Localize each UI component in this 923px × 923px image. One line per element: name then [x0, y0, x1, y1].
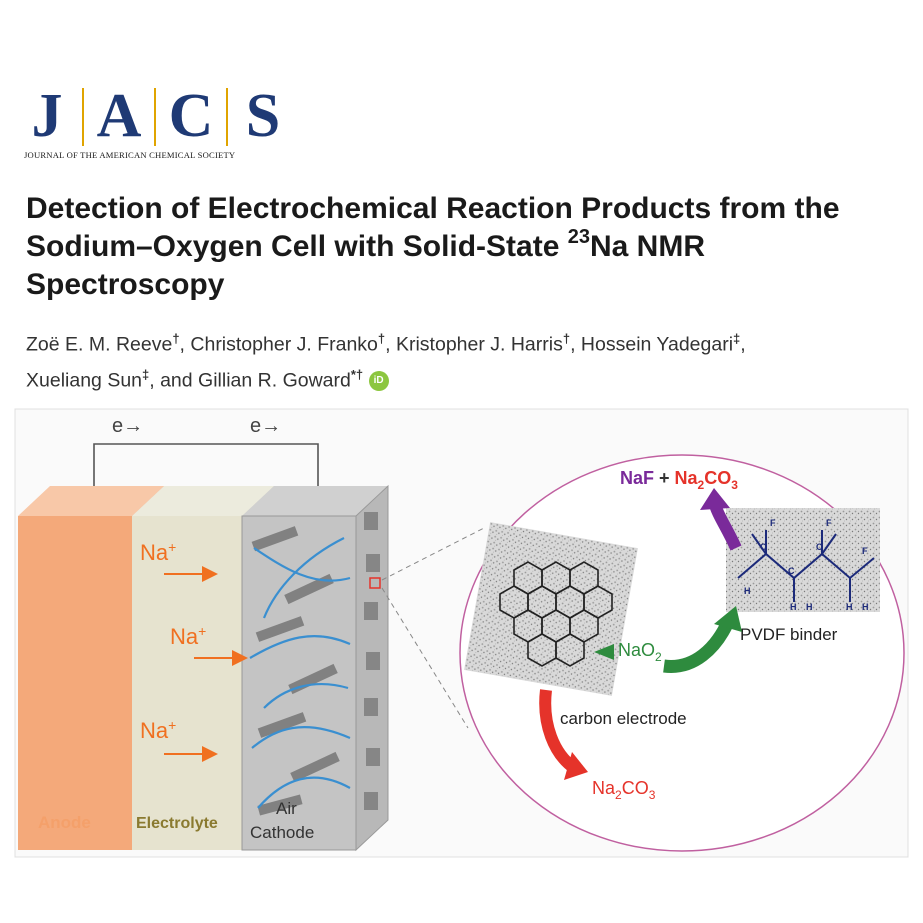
- green-arrow-head: [714, 606, 742, 632]
- electron-label-1: e→: [112, 415, 143, 437]
- author-separator: ,: [385, 333, 396, 356]
- toc-figure: e→ e→: [14, 408, 909, 858]
- author-separator: ,: [179, 333, 191, 356]
- na-ion-label-3: Na+: [140, 717, 176, 743]
- author-list: Zoë E. M. Reeve†, Christopher J. Franko†…: [26, 324, 906, 395]
- author-affiliation-mark: †: [377, 331, 386, 346]
- electron-label-2: e→: [250, 415, 281, 437]
- logo-letters: J A C S: [20, 82, 290, 150]
- zoom-line-bottom: [381, 587, 469, 729]
- svg-text:C: C: [760, 542, 767, 552]
- author-affiliation-mark: ‡: [142, 366, 150, 382]
- author-affiliation-mark: †: [562, 331, 571, 346]
- carbon-electrode-graphic: [464, 522, 638, 696]
- orcid-icon[interactable]: iD: [368, 370, 389, 391]
- author-separator: ,: [740, 333, 746, 356]
- author-name[interactable]: Christopher J. Franko: [190, 333, 378, 356]
- figure-graphic: e→ e→: [14, 408, 909, 858]
- carbon-electrode-label: carbon electrode: [560, 709, 687, 728]
- journal-subtitle: JOURNAL OF THE AMERICAN CHEMICAL SOCIETY: [24, 150, 236, 160]
- title-part-1: Detection of Electrochemical Reaction Pr…: [26, 192, 840, 263]
- electrolyte-label: Electrolyte: [136, 815, 218, 832]
- pvdf-binder-label: PVDF binder: [740, 625, 838, 644]
- author-name[interactable]: Xueliang Sun: [26, 369, 143, 391]
- zoom-line-top: [381, 527, 485, 581]
- logo-divider: [226, 88, 228, 146]
- cathode-label-line-2: Cathode: [250, 823, 314, 842]
- red-arrow-shaft: [539, 689, 578, 773]
- svg-text:H: H: [744, 586, 751, 596]
- author-separator: , and: [149, 369, 199, 391]
- article-title: Detection of Electrochemical Reaction Pr…: [26, 190, 906, 304]
- na2co3-label: Na2CO3: [592, 778, 656, 802]
- nao2-label: NaO2: [618, 640, 662, 664]
- svg-text:F: F: [770, 518, 776, 528]
- title-superscript: 23: [567, 226, 590, 248]
- logo-divider: [154, 88, 156, 146]
- svg-text:C: C: [816, 542, 823, 552]
- author-separator: ,: [570, 333, 581, 356]
- logo-letter-j: J: [31, 82, 63, 150]
- anode-label: Anode: [38, 813, 91, 832]
- svg-text:F: F: [862, 546, 868, 556]
- logo-letter-s: S: [245, 82, 281, 150]
- author-affiliation-mark: *†: [350, 366, 364, 382]
- svg-text:H: H: [846, 602, 853, 612]
- journal-logo: J A C S JOURNAL OF THE AMERICAN CHEMICAL…: [20, 85, 280, 164]
- svg-text:F: F: [826, 518, 832, 528]
- svg-text:H: H: [806, 602, 813, 612]
- green-arrow-shaft: [663, 619, 734, 673]
- product-naf-na2co3: NaF + Na2CO3: [620, 468, 738, 492]
- sodium-ion-flow: Na+ Na+ Na+: [140, 539, 248, 762]
- author-name[interactable]: Zoë E. M. Reeve: [26, 333, 173, 356]
- red-arrow-head: [564, 752, 588, 780]
- svg-text:H: H: [790, 602, 797, 612]
- logo-letter-a: A: [96, 82, 142, 150]
- logo-divider: [82, 88, 84, 146]
- author-name[interactable]: Kristopher J. Harris: [395, 333, 563, 356]
- svg-text:H: H: [862, 602, 869, 612]
- author-affiliation-mark: ‡: [733, 331, 741, 346]
- zoom-region-marker: [369, 577, 381, 589]
- purple-arrow-head: [700, 488, 730, 510]
- na-ion-label-1: Na+: [140, 539, 176, 565]
- na-ion-label-2: Na+: [170, 623, 206, 649]
- author-affiliation-mark: †: [172, 331, 180, 346]
- circuit-wire: [93, 443, 319, 500]
- author-name[interactable]: Hossein Yadegari: [580, 333, 734, 356]
- svg-text:C: C: [788, 566, 795, 576]
- logo-letter-c: C: [168, 82, 214, 150]
- author-name[interactable]: Gillian R. Goward: [198, 369, 351, 391]
- carbon-clusters: [251, 512, 380, 816]
- pvdf-binder-graphic: C C C F F F H H H H H: [726, 508, 880, 612]
- cathode-label-line-1: Air: [276, 799, 297, 818]
- title-part-2: Na NMR Spectroscopy: [26, 230, 706, 301]
- cathode-fibers: [249, 537, 351, 809]
- green-arrow-tail: [594, 644, 614, 660]
